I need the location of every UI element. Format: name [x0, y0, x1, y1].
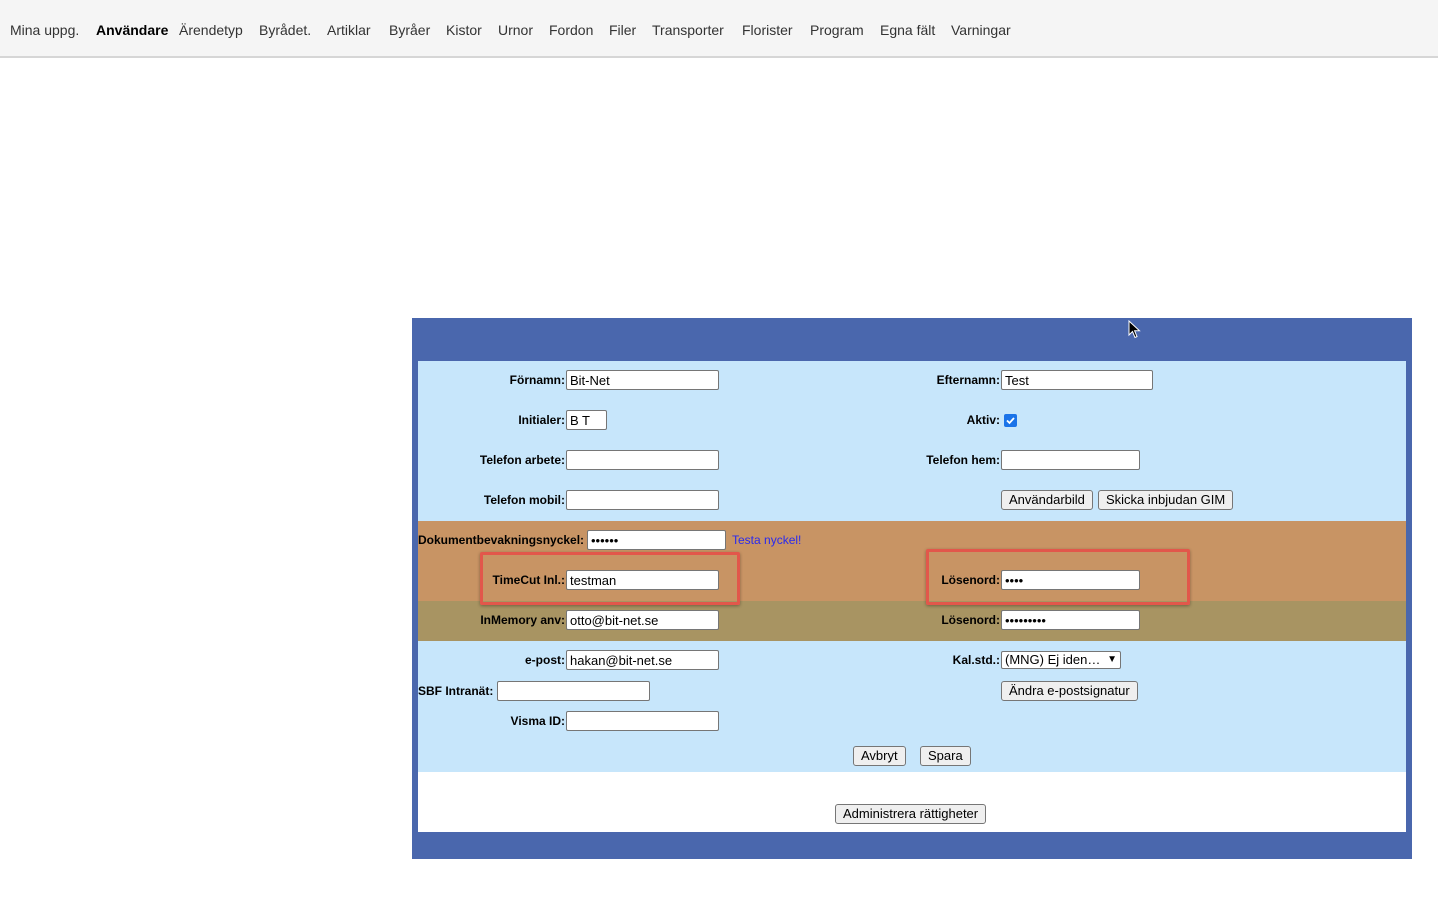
kal-std-label: Kal.std.:: [952, 653, 1000, 667]
spara-button[interactable]: Spara: [920, 746, 971, 766]
nav-egna-falt[interactable]: Egna fält: [880, 22, 936, 38]
testa-nyckel-link[interactable]: Testa nyckel!: [732, 533, 802, 547]
efternamn-label: Efternamn:: [936, 373, 1000, 387]
avbryt-button[interactable]: Avbryt: [853, 746, 906, 766]
chevron-down-icon: ▼: [1107, 654, 1117, 665]
nav-mina-uppg[interactable]: Mina uppg.: [10, 22, 80, 38]
efternamn-input[interactable]: [1001, 370, 1153, 390]
timecut-input[interactable]: [566, 570, 719, 590]
andra-e-postsignatur-button[interactable]: Ändra e-postsignatur: [1001, 681, 1138, 701]
visma-id-input[interactable]: [566, 711, 719, 731]
initialer-input[interactable]: [566, 410, 607, 430]
nav-program[interactable]: Program: [810, 22, 864, 38]
telefon-hem-input[interactable]: [1001, 450, 1140, 470]
kal-std-value: (MNG) Ej iden…: [1005, 652, 1101, 667]
nav-transporter[interactable]: Transporter: [652, 22, 724, 38]
top-navigation: Mina uppg. Användare Ärendetyp Byrådet. …: [0, 0, 1438, 58]
kal-std-select[interactable]: (MNG) Ej iden… ▼: [1001, 651, 1121, 669]
timecut-losenord-label: Lösenord:: [941, 573, 1000, 587]
telefon-arbete-input[interactable]: [566, 450, 719, 470]
administrera-rattigheter-button[interactable]: Administrera rättigheter: [835, 804, 987, 824]
inmemory-losenord-input[interactable]: [1001, 610, 1140, 630]
fornamn-label: Förnamn:: [509, 373, 565, 387]
nav-varningar[interactable]: Varningar: [951, 22, 1011, 38]
inmemory-label: InMemory anv:: [480, 613, 565, 627]
nav-urnor[interactable]: Urnor: [498, 22, 534, 38]
dokumentbevakning-label: Dokumentbevakningsnyckel:: [418, 533, 585, 547]
epost-input[interactable]: [566, 650, 719, 670]
nav-byraer[interactable]: Byråer: [389, 22, 431, 38]
nav-arendetyp[interactable]: Ärendetyp: [179, 22, 243, 38]
fornamn-input[interactable]: [566, 370, 719, 390]
telefon-mobil-input[interactable]: [566, 490, 719, 510]
timecut-losenord-input[interactable]: [1001, 570, 1140, 590]
nav-anvandare[interactable]: Användare: [96, 22, 169, 38]
visma-id-label: Visma ID:: [510, 714, 565, 728]
aktiv-label: Aktiv:: [966, 413, 1000, 427]
nav-byradet[interactable]: Byrådet.: [259, 22, 312, 38]
aktiv-checkbox[interactable]: [1004, 414, 1017, 427]
initialer-label: Initialer:: [518, 413, 565, 427]
mouse-cursor-icon: [1128, 320, 1141, 339]
nav-artiklar[interactable]: Artiklar: [327, 22, 371, 38]
sbf-intranat-label: SBF Intranät:: [418, 684, 494, 698]
dokumentbevakning-input[interactable]: [587, 530, 726, 550]
telefon-hem-label: Telefon hem:: [926, 453, 1000, 467]
inmemory-losenord-label: Lösenord:: [941, 613, 1000, 627]
nav-fordon[interactable]: Fordon: [549, 22, 594, 38]
losenord-highlight: [926, 549, 1190, 605]
anvandarbild-button[interactable]: Användarbild: [1001, 490, 1093, 510]
timecut-label: TimeCut Inl.:: [492, 573, 565, 587]
telefon-mobil-label: Telefon mobil:: [483, 493, 565, 507]
epost-label: e-post:: [525, 653, 565, 667]
nav-florister[interactable]: Florister: [742, 22, 793, 38]
checkmark-icon: [1006, 417, 1015, 425]
timecut-highlight: [480, 552, 740, 605]
skicka-inbjudan-button[interactable]: Skicka inbjudan GIM: [1098, 490, 1234, 510]
inmemory-input[interactable]: [566, 610, 719, 630]
telefon-arbete-label: Telefon arbete:: [479, 453, 565, 467]
nav-filer[interactable]: Filer: [609, 22, 637, 38]
nav-kistor[interactable]: Kistor: [446, 22, 482, 38]
sbf-intranat-input[interactable]: [497, 681, 650, 701]
